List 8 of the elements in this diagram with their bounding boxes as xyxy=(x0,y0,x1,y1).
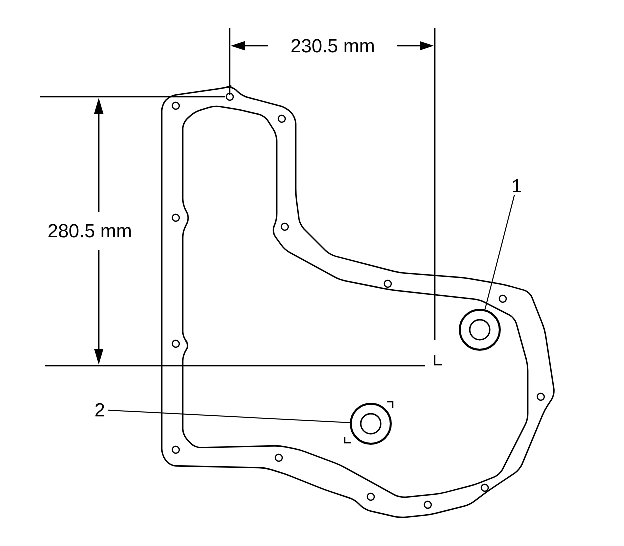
leader-line xyxy=(108,410,351,424)
dimension-label: 230.5 mm xyxy=(292,39,374,53)
seal-ring xyxy=(459,309,501,351)
dimension-label: 280.5 mm xyxy=(48,224,131,238)
callout-number: 2 xyxy=(96,403,104,417)
seal-ring xyxy=(350,403,392,445)
leader-line xyxy=(484,194,516,310)
callout-number: 1 xyxy=(513,179,522,193)
